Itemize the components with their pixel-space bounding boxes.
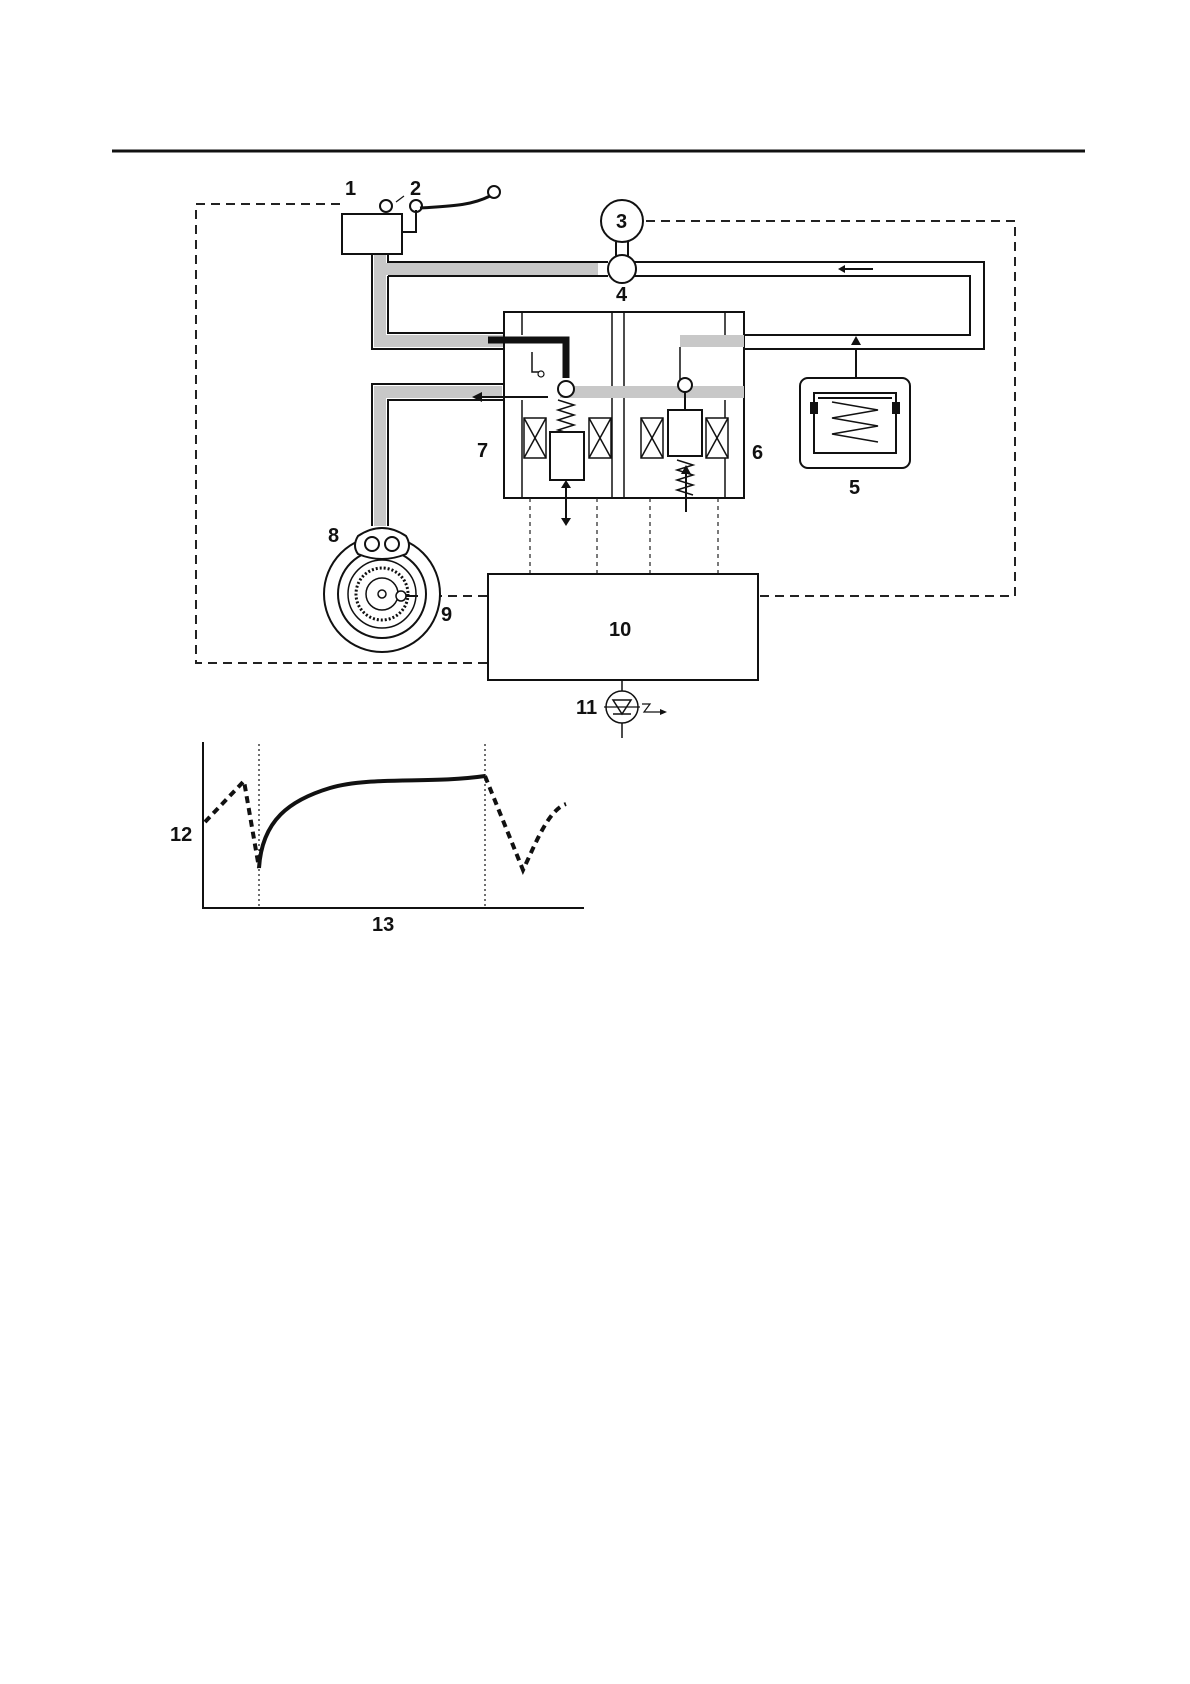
unit-ecu-connectors — [530, 498, 718, 574]
callout-12: 12 — [170, 824, 192, 846]
callout-5: 5 — [849, 477, 860, 499]
callout-10: 10 — [609, 619, 631, 641]
flow-arrow-return — [838, 265, 873, 273]
callout-9: 9 — [441, 604, 452, 626]
pressure-graph — [203, 742, 584, 908]
caliper-and-disc — [324, 528, 440, 652]
callout-8: 8 — [328, 525, 339, 547]
callout-2: 2 — [410, 178, 421, 200]
hydraulic-unit — [472, 312, 744, 526]
callout-1: 1 — [345, 178, 356, 200]
callout-6: 6 — [752, 442, 763, 464]
callout-4: 4 — [616, 284, 628, 306]
callout-7: 7 — [477, 440, 488, 462]
callout-3: 3 — [616, 211, 627, 233]
callout-13: 13 — [372, 914, 394, 936]
callout-11: 11 — [576, 697, 597, 719]
reservoir — [800, 336, 910, 468]
warning-light — [604, 680, 667, 738]
